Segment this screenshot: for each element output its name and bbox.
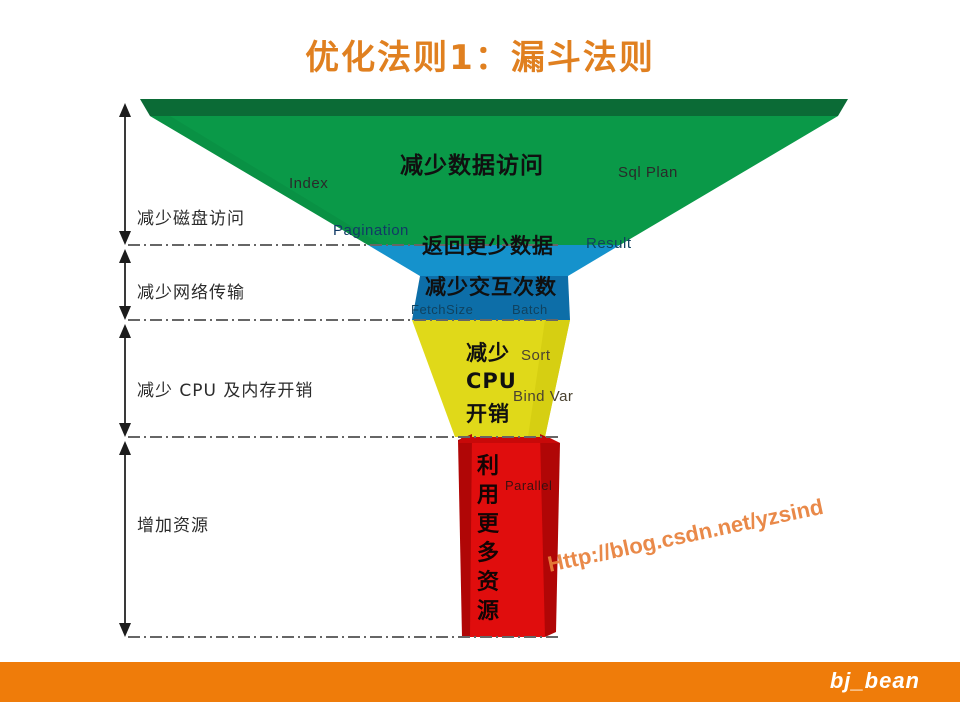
- funnel-band-more-resources-right-bevel: [540, 434, 560, 637]
- axis-arrowhead-cpu-mem-top: [119, 324, 131, 338]
- band-label-more-resources-char-1: 用: [476, 483, 499, 509]
- footer-brand: bj_bean: [829, 668, 920, 693]
- axis-arrowhead-disk-bottom: [119, 231, 131, 245]
- funnel-shapes: [119, 99, 848, 638]
- funnel-band-data-access-shade: [150, 116, 382, 245]
- axis-arrowhead-resources-top: [119, 441, 131, 455]
- page-title: 优化法则1：漏斗法则: [305, 38, 655, 78]
- footer-bar: [0, 662, 960, 702]
- axis-arrowhead-network-bottom: [119, 306, 131, 320]
- funnel-band-cpu-cost: [412, 320, 570, 437]
- band-label-more-resources-char-2: 更: [476, 512, 499, 538]
- funnel-diagram: [119, 99, 848, 638]
- axis-arrowhead-network-top: [119, 249, 131, 263]
- funnel-band-fewer-roundtrips: [412, 276, 570, 320]
- axis-arrowhead-disk-top: [119, 103, 131, 117]
- band-label-more-resources: 利用更多资源: [474, 452, 502, 626]
- axis-label-resources: 增加资源: [137, 516, 209, 536]
- axis-label-cpu-mem: 减少 CPU 及内存开销: [137, 381, 314, 401]
- band-label-more-resources-char-4: 资: [476, 570, 499, 596]
- axis-arrowhead-resources-bottom: [119, 623, 131, 637]
- funnel-band-more-resources-left-bevel: [458, 434, 472, 637]
- funnel-band-data-access-rim: [140, 99, 848, 116]
- band-label-more-resources-char-5: 源: [476, 599, 499, 625]
- funnel-band-more-resources: [462, 437, 548, 637]
- axis-label-disk: 减少磁盘访问: [137, 209, 245, 229]
- band-label-more-resources-char-0: 利: [476, 454, 499, 479]
- axis-arrowhead-cpu-mem-bottom: [119, 423, 131, 437]
- funnel-band-less-data: [368, 245, 620, 276]
- funnel-band-cpu-cost-bevel: [528, 320, 570, 437]
- funnel-band-more-resources-cap: [458, 437, 560, 443]
- axis-label-network: 减少网络传输: [137, 283, 245, 303]
- band-label-more-resources-char-3: 多: [476, 541, 499, 567]
